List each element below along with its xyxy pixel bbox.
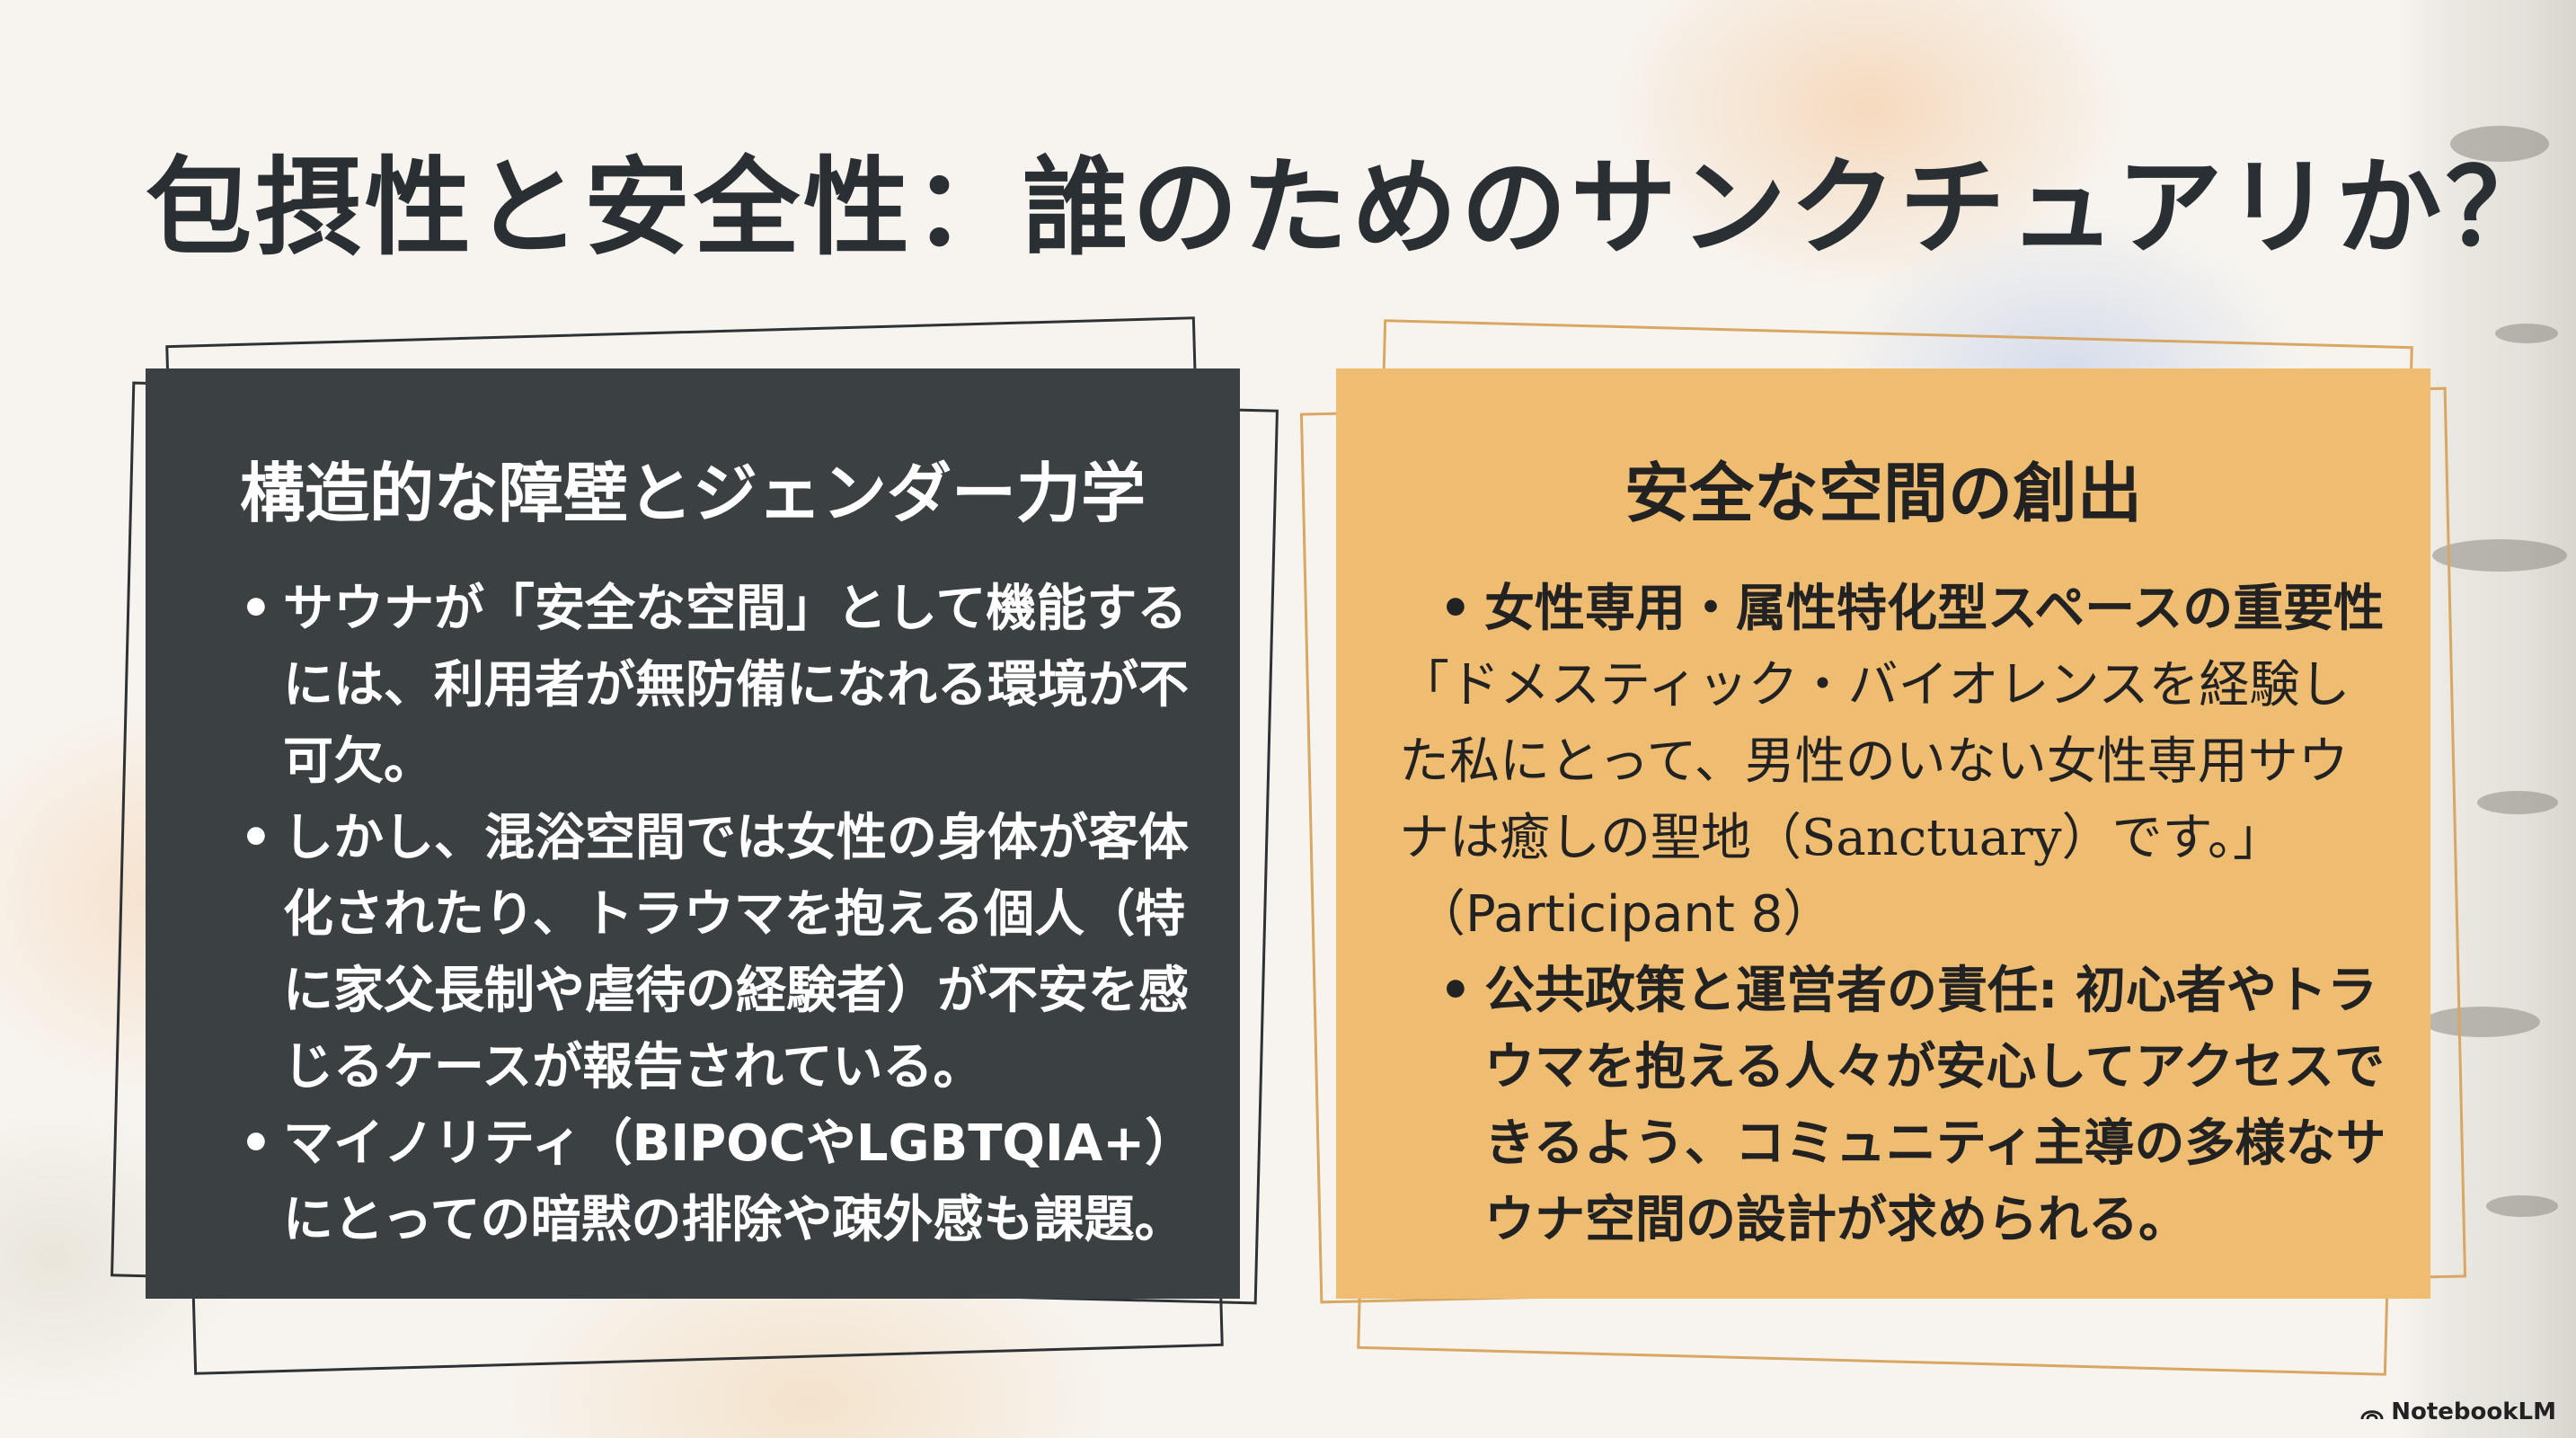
slide-title: 包摂性と安全性：誰のためのサンクチュアリか？ (146, 146, 2555, 270)
quote-citation: （Participant 8） (1415, 885, 1834, 944)
right-panel-body: 女性専用・属性特化型スペースの重要性 「ドメスティック・バイオレンスを経験した私… (1399, 571, 2396, 1258)
right-panel: 安全な空間の創出 女性専用・属性特化型スペースの重要性 「ドメスティック・バイオ… (1336, 368, 2430, 1299)
right-panel-heading: 安全な空間の創出 (1624, 456, 2142, 531)
list-item: 女性専用・属性特化型スペースの重要性 (1399, 571, 2396, 647)
logo-text: NotebookLM (2391, 1398, 2556, 1425)
participant-quote: 「ドメスティック・バイオレンスを経験した私にとって、男性のいない女性専用サウナは… (1399, 656, 2350, 867)
notebooklm-logo-icon (2360, 1410, 2384, 1420)
left-panel: 構造的な障壁とジェンダー力学 サウナが「安全な空間」として機能するには、利用者が… (146, 368, 1240, 1299)
list-item: サウナが「安全な空間」として機能するには、利用者が無防備になれる環境が不可欠。 (240, 571, 1192, 800)
left-bullet-list: サウナが「安全な空間」として機能するには、利用者が無防備になれる環境が不可欠。 … (240, 571, 1192, 1258)
list-item: しかし、混浴空間では女性の身体が客体化されたり、トラウマを抱える個人（特に家父長… (240, 800, 1192, 1105)
left-panel-heading: 構造的な障壁とジェンダー力学 (240, 456, 1146, 531)
list-item: マイノリティ（BIPOCやLGBTQIA+）にとっての暗黙の排除や疎外感も課題。 (240, 1105, 1192, 1258)
notebooklm-logo: NotebookLM (2360, 1398, 2556, 1425)
list-item: 公共政策と運営者の責任: 初心者やトラウマを抱える人々が安心してアクセスできるよ… (1399, 953, 2396, 1258)
